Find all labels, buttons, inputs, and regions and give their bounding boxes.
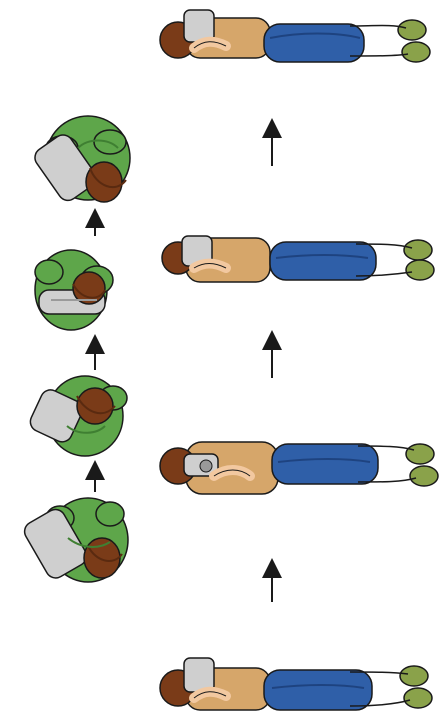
side-view-4 [160, 10, 430, 62]
right-column [160, 10, 438, 710]
side-view-1 [160, 658, 432, 710]
top-view-2 [27, 376, 127, 456]
top-view-1 [21, 498, 128, 582]
side-view-2 [160, 442, 438, 494]
left-column [21, 116, 130, 582]
top-view-3 [35, 250, 113, 330]
side-view-3 [162, 236, 434, 282]
top-view-4 [31, 116, 130, 204]
